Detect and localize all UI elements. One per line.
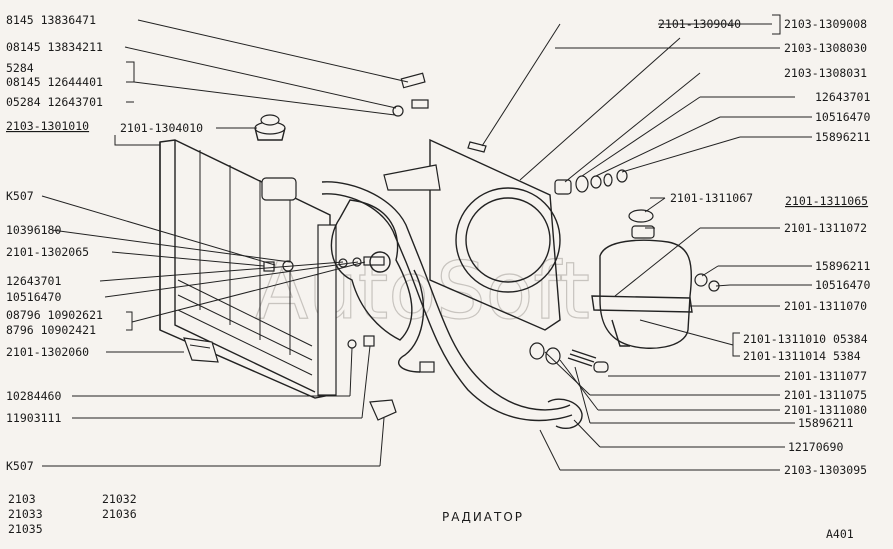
- part-label: 2101-1311014 5384: [743, 349, 861, 363]
- fan-shroud: [383, 138, 561, 331]
- labels-left: 8145 13836471 08145 13834211 5284 08145 …: [6, 13, 203, 473]
- model-code: 21033: [8, 507, 43, 521]
- part-label: 15896211: [815, 130, 870, 144]
- part-label: 10396180: [6, 223, 61, 237]
- labels-right: 2101-1309040 2103-1309008 2103-1308030 2…: [658, 17, 870, 477]
- drain-bracket: [183, 337, 219, 363]
- part-label: 12643701: [815, 90, 870, 104]
- model-code: 21032: [102, 492, 137, 506]
- part-label: 2101-1311067: [670, 191, 753, 205]
- hoses: [321, 181, 583, 430]
- part-label: 8796 10902421: [6, 323, 96, 337]
- model-list: 2103 21032 21033 21036 21035: [8, 492, 137, 536]
- part-label: 12643701: [6, 274, 61, 288]
- part-label: 10284460: [6, 389, 61, 403]
- shroud-bolts: [392, 72, 429, 117]
- expansion-tank: [591, 209, 720, 349]
- page-code: A401: [826, 527, 854, 541]
- shroud-spacers: [554, 169, 628, 195]
- part-label: 05284 12643701: [6, 95, 103, 109]
- part-label: 2103-1303095: [784, 463, 867, 477]
- part-label: 2101-1302060: [6, 345, 89, 359]
- model-code: 21036: [102, 507, 137, 521]
- part-label: 08796 10902621: [6, 308, 103, 322]
- part-label: 2101-1311080: [784, 403, 867, 417]
- part-label: 10516470: [815, 110, 870, 124]
- part-label: 2101-1311010 05384: [743, 332, 868, 346]
- part-label: 2101-1304010: [120, 121, 203, 135]
- part-label: 2101-1309040: [658, 17, 741, 31]
- part-label: 12170690: [788, 440, 843, 454]
- radiator: [159, 139, 337, 399]
- part-label: 15896211: [815, 259, 870, 273]
- part-label: 2101-1311065: [785, 194, 868, 208]
- part-label: 2103-1308030: [784, 41, 867, 55]
- part-label: 2101-1311075: [784, 388, 867, 402]
- part-label: 2103-1301010: [6, 119, 89, 133]
- tank-hose-parts: [529, 342, 609, 373]
- part-label: 2101-1311077: [784, 369, 867, 383]
- part-label: K507: [6, 459, 34, 473]
- part-label: 2103-1308031: [784, 66, 867, 80]
- part-label: 2103-1309008: [784, 17, 867, 31]
- part-label: 10516470: [815, 278, 870, 292]
- part-label: K507: [6, 189, 34, 203]
- part-label: 2101-1302065: [6, 245, 89, 259]
- leader-lines: [41, 14, 812, 471]
- cooling-fan: [330, 199, 413, 341]
- part-label: 11903111: [6, 411, 61, 425]
- part-label: 2101-1311072: [784, 221, 867, 235]
- part-label: 08145 13834211: [6, 40, 103, 54]
- page-title: РАДИАТОР: [442, 510, 524, 524]
- part-label: 8145 13836471: [6, 13, 96, 27]
- part-label: 5284: [6, 61, 34, 75]
- part-label: 10516470: [6, 290, 61, 304]
- model-code: 2103: [8, 492, 36, 506]
- sensor-wire: [398, 269, 435, 373]
- part-label: 08145 12644401: [6, 75, 103, 89]
- radiator-cap: [254, 114, 286, 141]
- model-code: 21035: [8, 522, 43, 536]
- part-label: 2101-1311070: [784, 299, 867, 313]
- part-label: 15896211: [798, 416, 853, 430]
- radiator-fasteners: [263, 256, 397, 421]
